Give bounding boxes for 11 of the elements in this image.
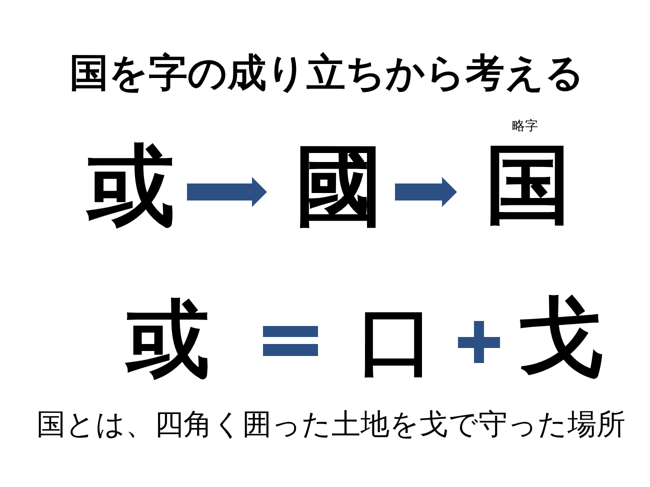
kanji-character: 国 bbox=[485, 142, 571, 228]
annotation-text: 略字 bbox=[512, 120, 538, 132]
title-text: 国を字の成り立ちから考える bbox=[70, 54, 584, 93]
kanji-character: 國 bbox=[295, 142, 383, 230]
caption-text: 国とは、四角く囲った土地を戈で守った場所 bbox=[36, 410, 626, 439]
kanji-character: 戈 bbox=[519, 295, 605, 381]
arrow bbox=[395, 177, 457, 207]
kanji-character: 或 bbox=[87, 142, 175, 230]
arrow bbox=[187, 177, 267, 207]
kanji-character: 或 bbox=[126, 297, 210, 381]
kanji-character: 口 bbox=[358, 303, 434, 379]
